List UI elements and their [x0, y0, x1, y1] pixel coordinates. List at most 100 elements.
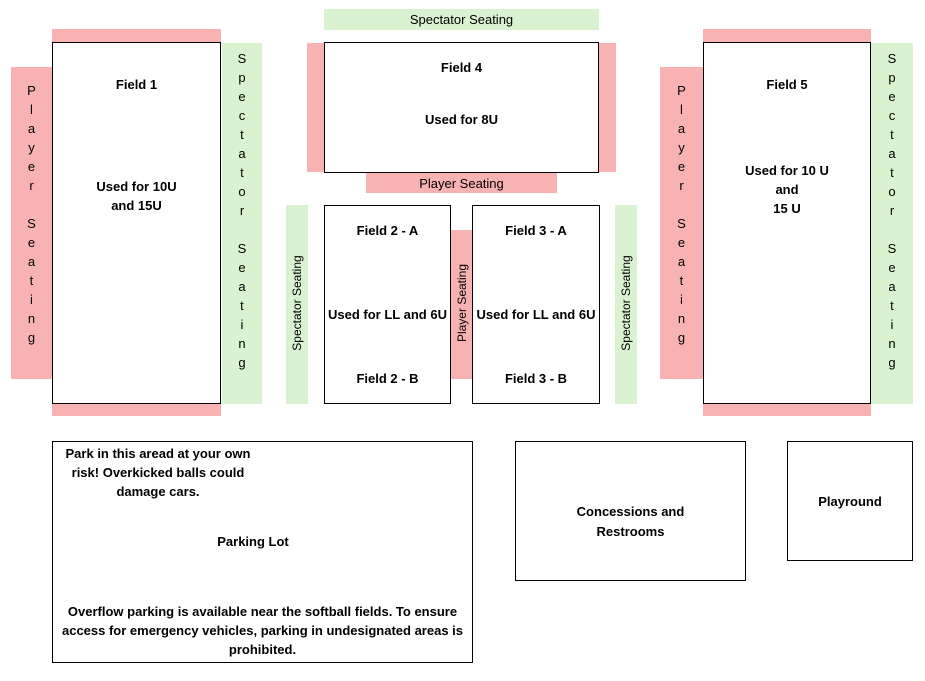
seating-letter: t [240, 298, 244, 313]
field4-player-seating-label: Player Seating [419, 175, 504, 191]
seating-letter: e [238, 260, 246, 275]
seating-letter: c [238, 108, 246, 123]
field-1-title: Field 1 [115, 77, 158, 92]
seating-letter: S [887, 51, 897, 66]
seating-letter: S [237, 241, 247, 256]
seating-letter: e [27, 159, 36, 174]
seating-letter: n [677, 311, 686, 326]
seating-letter: t [240, 127, 244, 142]
seating-letter: i [30, 292, 33, 307]
field4-player-seating-left-strip [307, 43, 324, 172]
field-5: Field 5 Used for 10 U and 15 U [703, 42, 871, 404]
field2-3-player-seating: Player Seating [451, 230, 473, 379]
seating-letter: p [888, 70, 896, 85]
seating-letter: a [677, 121, 686, 136]
field4-spectator-seating-label: Spectator Seating [409, 12, 514, 27]
seating-letter: t [29, 273, 34, 288]
seating-letter: y [678, 140, 685, 155]
seating-letter: P [27, 83, 36, 98]
field-1-usage: Used for 10U and 15U [96, 179, 177, 213]
seating-letter: e [27, 235, 36, 250]
seating-letter: t [890, 127, 894, 142]
seating-letter: a [238, 279, 246, 294]
playground: Playround [787, 441, 913, 561]
seating-letter: a [888, 146, 896, 161]
parking-lot-title: Parking Lot [217, 534, 289, 549]
seating-letter: i [240, 317, 244, 332]
seating-letter: g [677, 330, 686, 345]
seating-letter: c [888, 108, 896, 123]
field-1: Field 1 Used for 10U and 15U [52, 42, 221, 404]
field5-player-seating-bottom-strip [703, 403, 871, 416]
field-5-title: Field 5 [766, 77, 808, 92]
seating-letter: S [237, 51, 247, 66]
field-4: Field 4 Used for 8U [324, 42, 599, 173]
seating-letter: a [27, 254, 36, 269]
field1-player-seating-top-strip [52, 29, 221, 43]
field-2: Field 2 - A Used for LL and 6U Field 2 -… [324, 205, 451, 404]
seating-letter: r [889, 203, 895, 218]
seating-letter: e [677, 235, 686, 250]
seating-letter: n [27, 311, 36, 326]
field3-spectator-seating-label: Spectator Seating [619, 255, 633, 351]
field-2-bottom-label: Field 2 - B [356, 371, 419, 386]
seating-letter: o [238, 184, 246, 199]
field2-spectator-seating: Spectator Seating [286, 205, 308, 404]
seating-letter: a [888, 279, 896, 294]
seating-letter: g [238, 355, 246, 370]
seating-letter: l [30, 102, 33, 117]
field-3-bottom-label: Field 3 - B [504, 371, 568, 386]
parking-lot: Park in this aread at your own risk! Ove… [52, 441, 473, 663]
seating-letter: y [28, 140, 35, 155]
seating-letter: t [679, 273, 684, 288]
field-2-usage: Used for LL and 6U [328, 307, 447, 322]
field-3-top-label: Field 3 - A [505, 223, 567, 238]
seating-letter: r [679, 178, 684, 193]
seating-letter: n [888, 336, 896, 351]
seating-letter: P [677, 83, 686, 98]
seating-letter: a [677, 254, 686, 269]
seating-letter: i [680, 292, 683, 307]
field4-player-seating-right-strip [599, 43, 616, 172]
field5-player-seating-top-strip [703, 29, 871, 43]
field-5-usage: Used for 10 U and 15 U [745, 163, 829, 216]
seating-letter: r [239, 203, 245, 218]
field-2-top-label: Field 2 - A [356, 223, 419, 238]
field-3: Field 3 - A Used for LL and 6U Field 3 -… [472, 205, 600, 404]
playground-label: Playround [818, 494, 882, 509]
field2-3-player-seating-label: Player Seating [455, 263, 469, 343]
field4-spectator-seating: Spectator Seating [324, 9, 599, 30]
seating-letter: t [240, 165, 244, 180]
seating-letter: n [238, 336, 246, 351]
concessions-label: Concessions and Restrooms [576, 504, 685, 539]
concessions-and-restrooms: Concessions and Restrooms [515, 441, 746, 581]
field4-player-seating: Player Seating [366, 173, 557, 193]
field-4-title: Field 4 [440, 60, 483, 75]
seating-letter: e [888, 260, 896, 275]
seating-letter: S [27, 216, 36, 231]
seating-letter: g [888, 355, 896, 370]
field-4-usage: Used for 8U [425, 112, 498, 127]
seating-letter: l [680, 102, 683, 117]
seating-letter: i [890, 317, 894, 332]
seating-letter: t [890, 165, 894, 180]
field3-spectator-seating: Spectator Seating [615, 205, 637, 404]
seating-letter: S [887, 241, 897, 256]
seating-letter: a [238, 146, 246, 161]
seating-letter: p [238, 70, 246, 85]
